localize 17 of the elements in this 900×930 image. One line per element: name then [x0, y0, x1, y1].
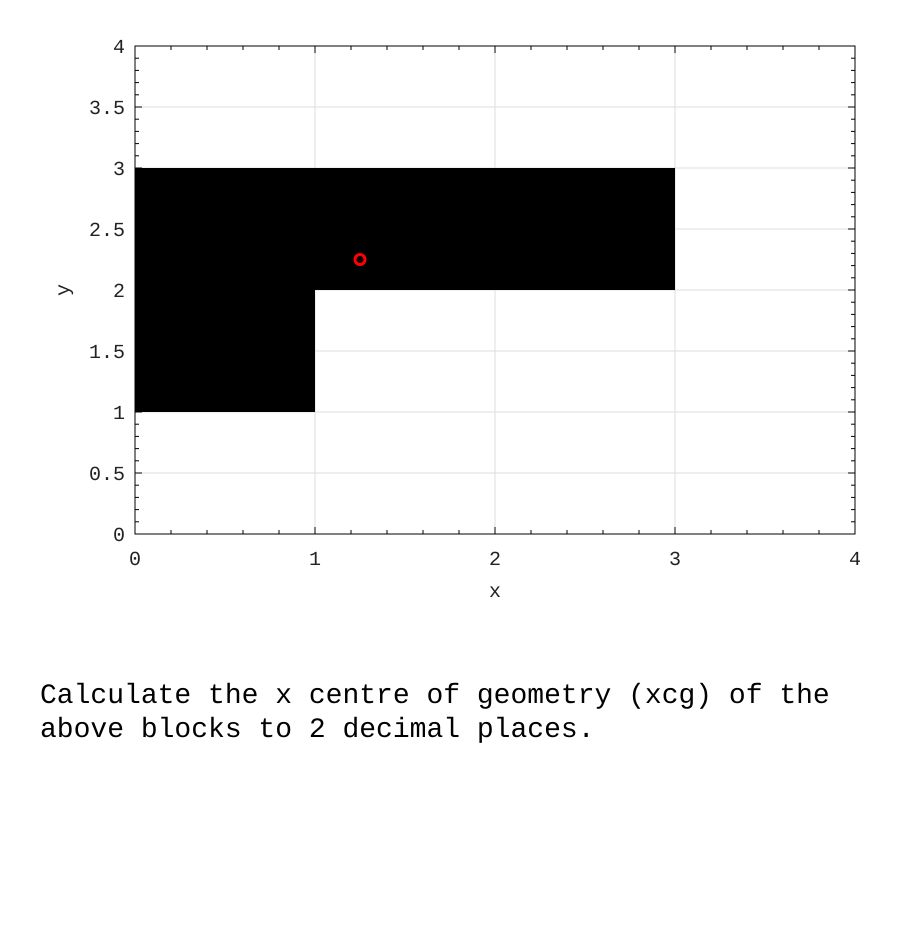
tick-label: 2	[112, 281, 125, 304]
tick-label: 0	[112, 525, 125, 548]
caption-text: Calculate the x centre of geometry (xcg) of the above blocks to 2 decimal places.	[40, 680, 830, 748]
tick-label: 1.5	[88, 342, 125, 365]
tick-label: 4	[112, 37, 125, 60]
tick-label: 3.5	[88, 98, 125, 121]
axis-label: y	[53, 284, 76, 296]
tick-label: 2.5	[88, 220, 125, 243]
tick-label: 2	[489, 549, 501, 572]
tick-label: 1	[112, 403, 125, 426]
tick-label: 0.5	[88, 464, 125, 487]
axis-label: x	[489, 581, 501, 604]
tick-label: 0	[129, 549, 141, 572]
tick-label: 1	[309, 549, 321, 572]
tick-label: 3	[112, 159, 125, 182]
tick-label: 3	[669, 549, 681, 572]
tick-label: 4	[849, 549, 861, 572]
